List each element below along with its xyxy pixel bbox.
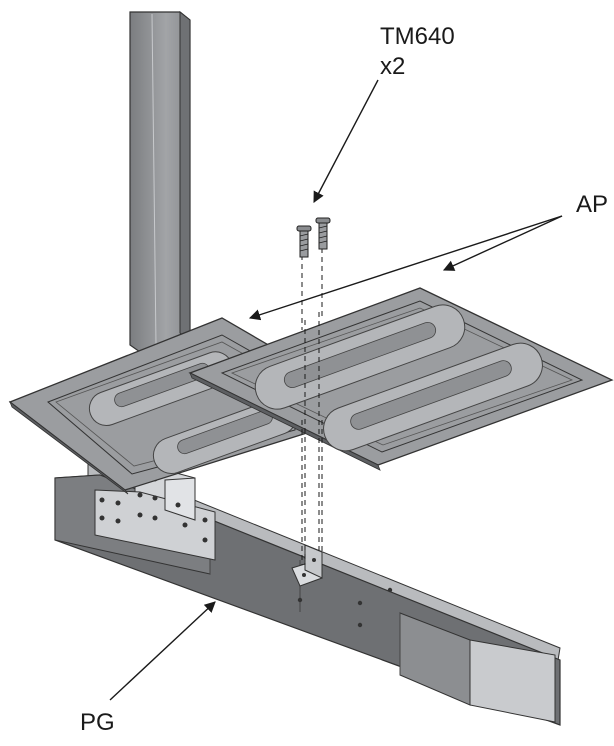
bolt-hole-icon (357, 622, 363, 628)
screw-quantity-label: x2 (380, 53, 405, 80)
screw-icon (315, 217, 331, 250)
right-plate (188, 287, 614, 471)
arrow-icon (248, 215, 563, 321)
plates-label: AP (576, 191, 608, 218)
arrow-icon (313, 79, 379, 203)
vertical-post (129, 10, 191, 353)
arrow-icon (109, 601, 216, 701)
screw-guides (301, 248, 323, 565)
bolt-hole-icon (387, 587, 393, 593)
arrow-icon (442, 215, 563, 271)
callout-arrows (109, 79, 563, 701)
bolt-hole-icon (357, 600, 363, 606)
mounting-bracket (291, 544, 323, 587)
bolt-hole-icon (297, 597, 303, 603)
rail-label: PG (80, 709, 115, 736)
screw-part-label: TM640 (380, 23, 455, 50)
t-bracket (94, 461, 216, 561)
screw-icon (296, 225, 312, 258)
